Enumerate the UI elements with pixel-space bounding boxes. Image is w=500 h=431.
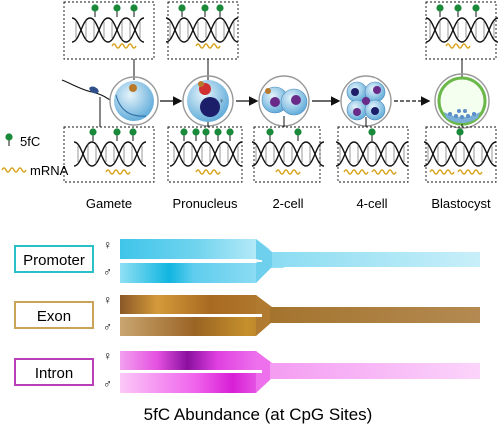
bottom-box-2cell [251,126,325,183]
male-symbol: ♂ [103,377,112,391]
cell-4cell [340,75,392,127]
top-box-gamete [63,1,155,60]
female-symbol: ♀ [103,238,112,252]
sperm-icon [61,79,111,101]
svg-text:♀: ♀ [219,98,224,105]
legend-mark-label: 5fC [20,134,40,149]
bottom-box-4cell [335,126,409,183]
top-box-pronucleus [165,1,239,60]
stage-label-gamete: Gamete [86,196,132,211]
pipe-intron [120,351,480,393]
top-box-blastocyst [425,1,499,60]
cell-blastocyst [434,73,490,129]
rna-legend-icon [1,167,27,173]
stage-label-2cell: 2-cell [272,196,303,211]
region-intron: Intron ♀ ♂ [14,349,112,391]
bottom-box-gamete [63,126,155,183]
female-symbol: ♀ [103,349,112,363]
legend-rna-label: mRNA [30,163,69,178]
region-box-promoter [14,245,94,273]
cell-2cell [258,75,310,127]
region-label-intron: Intron [35,365,73,382]
cell-gamete [109,76,159,126]
region-label-exon: Exon [37,308,71,325]
stage-label-pronucleus: Pronucleus [172,196,238,211]
stage-label-4cell: 4-cell [356,196,387,211]
legend: 5fC mRNA [1,132,69,178]
region-box-exon [14,301,94,329]
region-promoter: Promoter ♀ ♂ [14,238,112,279]
male-symbol: ♂ [103,265,112,279]
region-exon: Exon ♀ ♂ [14,293,112,334]
region-label-promoter: Promoter [23,252,85,269]
mark-legend-icon [4,132,14,147]
pipe-promoter [120,239,480,283]
bottom-box-blastocyst [423,126,497,183]
bottom-box-pronucleus [167,126,243,183]
female-symbol: ♀ [103,293,112,307]
figure-title: 5fC Abundance (at CpG Sites) [144,405,373,424]
cell-pronucleus: ♀ [182,75,234,127]
male-symbol: ♂ [103,320,112,334]
stage-label-blastocyst: Blastocyst [431,196,491,211]
region-box-intron [14,358,94,386]
pipe-exon [120,295,480,336]
stage-labels: Gamete Pronucleus 2-cell 4-cell Blastocy… [86,196,491,211]
